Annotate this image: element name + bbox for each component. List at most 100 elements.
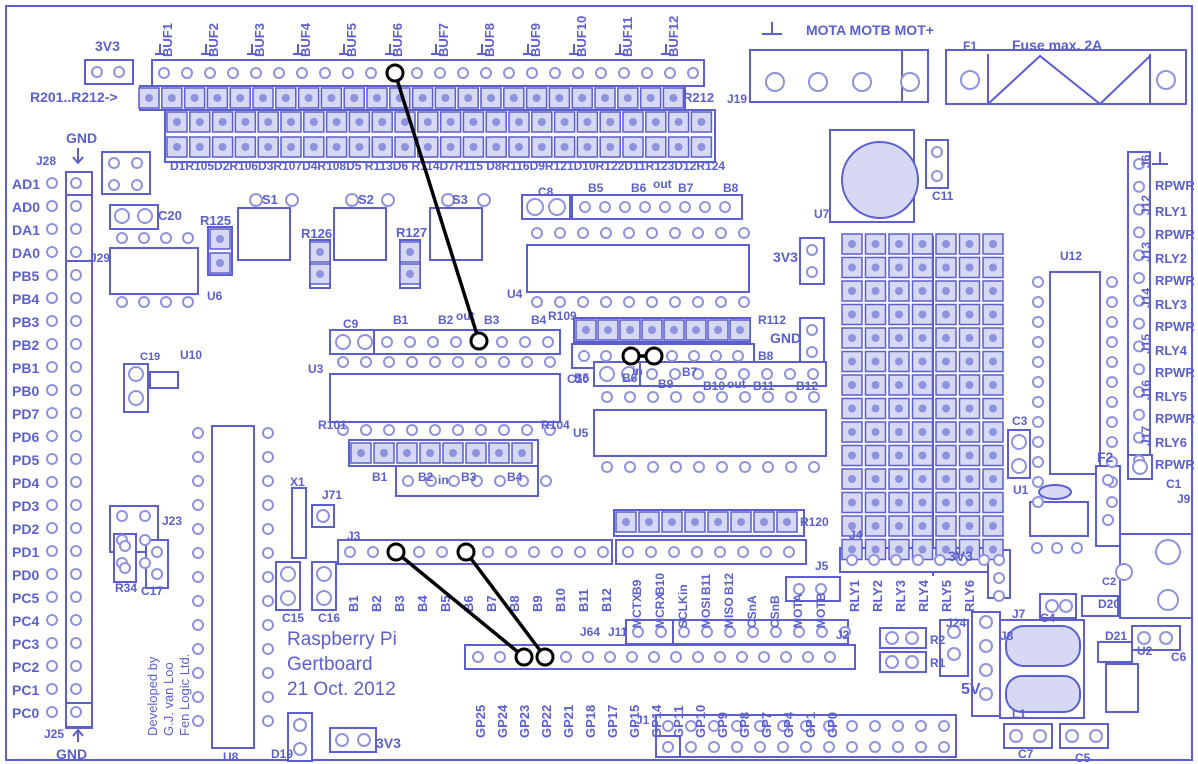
u1-tab xyxy=(1038,484,1072,500)
jumper-wire-b6-gp22 xyxy=(464,550,547,659)
via-hole xyxy=(498,356,510,368)
via-hole xyxy=(800,741,812,753)
label-gnd-top: GND xyxy=(66,130,97,146)
via-hole xyxy=(151,546,163,558)
label-c17: C17 xyxy=(141,584,163,598)
pad-hole xyxy=(989,334,997,342)
pad-hole xyxy=(918,428,927,436)
pad-hole xyxy=(218,143,227,151)
label-u5: U5 xyxy=(573,426,589,440)
pad-hole xyxy=(604,326,612,334)
via-hole xyxy=(249,193,263,207)
via-hole xyxy=(367,546,379,558)
via-hole xyxy=(632,626,644,638)
pad-hole xyxy=(469,118,478,126)
via-hole xyxy=(434,67,446,79)
pad-hole xyxy=(578,94,587,102)
label-gp-11: GP9 xyxy=(715,712,730,738)
pad-hole xyxy=(965,498,974,507)
via-hole xyxy=(993,554,1005,566)
via-hole xyxy=(116,510,128,522)
label-j3-10: B11 xyxy=(576,589,591,612)
label-rpwr3: RPWR xyxy=(1155,273,1195,288)
via-hole xyxy=(181,67,193,79)
via-hole xyxy=(46,660,58,672)
via-hole xyxy=(619,201,631,213)
component-outline xyxy=(287,712,313,762)
via-hole xyxy=(765,72,785,92)
via-hole xyxy=(708,741,720,753)
pad-hole xyxy=(871,545,880,554)
label-u3-b2: B2 xyxy=(438,313,454,327)
label-5v: 5V xyxy=(961,681,981,698)
jumper-end xyxy=(514,647,534,667)
via-hole xyxy=(754,741,766,753)
via-hole xyxy=(646,296,658,308)
via-hole xyxy=(1133,363,1145,376)
pad-hole xyxy=(601,94,609,102)
pad-hole xyxy=(532,94,541,102)
label-gp-14: GP4 xyxy=(781,711,796,738)
pad-hole xyxy=(918,498,927,507)
via-hole xyxy=(1032,296,1044,308)
pad-hole xyxy=(848,357,856,366)
pad-hole xyxy=(965,263,974,272)
via-hole xyxy=(599,366,615,382)
label-rpwr1: RPWR xyxy=(1155,178,1195,193)
via-hole xyxy=(685,720,697,732)
via-hole xyxy=(316,509,330,523)
label-buf-3: BUF3 xyxy=(252,23,267,57)
via-hole xyxy=(70,315,82,327)
label-j3-3: B4 xyxy=(415,595,430,612)
pad-hole xyxy=(989,287,997,295)
via-hole xyxy=(1032,336,1044,348)
pad-hole xyxy=(895,334,903,342)
pad-hole xyxy=(989,451,997,460)
pad-hole xyxy=(895,310,903,319)
via-hole xyxy=(784,368,796,380)
via-hole xyxy=(714,546,726,558)
via-hole xyxy=(599,201,611,213)
via-hole xyxy=(846,741,858,753)
label-rly-0: RLY1 xyxy=(847,580,862,612)
via-hole xyxy=(624,391,636,403)
ground-symbol xyxy=(247,44,257,55)
label-j3: J3 xyxy=(347,529,361,543)
pad-hole xyxy=(355,118,364,126)
via-hole xyxy=(429,424,441,436)
via-hole xyxy=(119,540,131,552)
label-r212: R212 xyxy=(683,90,714,105)
via-hole xyxy=(785,461,797,473)
label-u3-b3: B3 xyxy=(484,313,500,327)
via-hole xyxy=(905,631,919,645)
label-f2: F2 xyxy=(1097,449,1114,465)
label-gp-16: GP0 xyxy=(825,712,840,738)
pad-hole xyxy=(622,518,630,526)
via-hole xyxy=(739,461,751,473)
label-rly-3: RLY4 xyxy=(916,579,931,612)
label-buf-8: BUF8 xyxy=(482,23,497,57)
label-in2-in: in xyxy=(438,473,449,487)
via-hole xyxy=(436,546,448,558)
label-j71: J71 xyxy=(322,488,342,502)
via-hole xyxy=(160,232,172,244)
pad-hole xyxy=(629,118,637,126)
via-hole xyxy=(280,590,296,606)
label-j25: J25 xyxy=(44,727,64,741)
via-hole xyxy=(342,67,354,79)
via-hole xyxy=(425,475,437,487)
label-pb3: PB3 xyxy=(12,314,39,330)
pad-hole xyxy=(236,94,245,102)
pad-hole xyxy=(965,475,974,483)
via-hole xyxy=(648,651,660,663)
pad-hole xyxy=(989,357,997,366)
via-hole xyxy=(192,571,204,583)
pad-hole xyxy=(606,143,615,151)
label-rpwr2: RPWR xyxy=(1155,227,1195,242)
via-hole xyxy=(1133,158,1145,170)
via-hole xyxy=(296,67,308,79)
label-ad1: AD1 xyxy=(12,176,40,192)
via-hole xyxy=(579,201,591,213)
label-pd4: PD4 xyxy=(12,475,39,491)
